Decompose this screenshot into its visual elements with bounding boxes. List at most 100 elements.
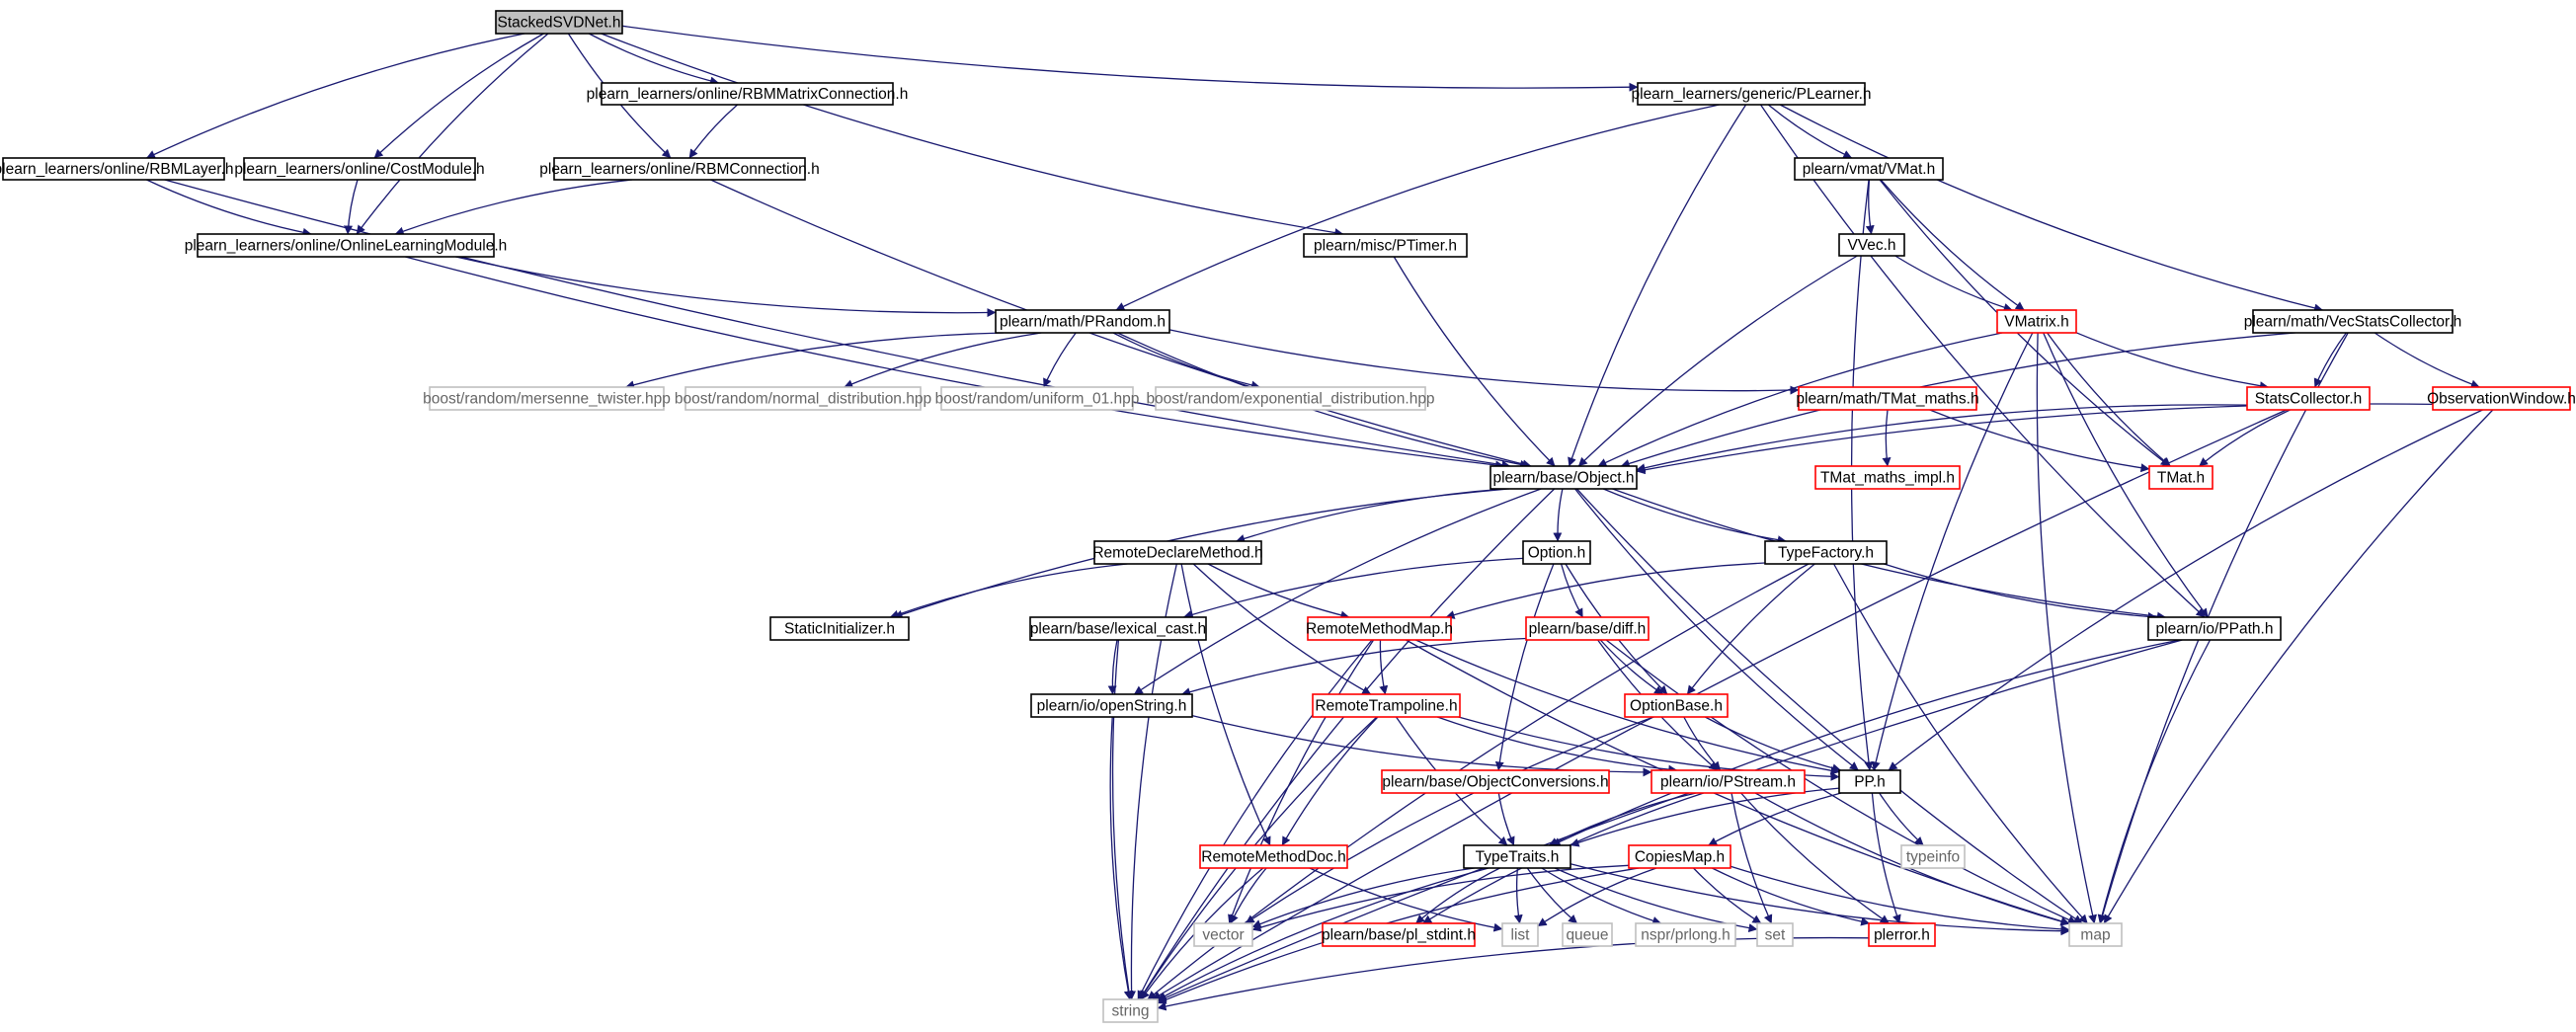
edge-typetraits-to-list <box>1513 867 1523 924</box>
node-plearner-label: plearn_learners/generic/PLearner.h <box>1632 86 1872 103</box>
node-rmdoc-label: RemoteMethodDoc.h <box>1201 849 1345 866</box>
node-set-box <box>1756 922 1794 947</box>
node-costmodule[interactable]: plearn_learners/online/CostModule.h <box>234 157 485 181</box>
node-vector: vector <box>1193 922 1253 947</box>
edge-copiesmap-to-list <box>1537 867 1657 927</box>
node-pp-box <box>1838 769 1901 794</box>
node-plstdint-label: plearn/base/pl_stdint.h <box>1322 927 1476 944</box>
edge-typetraits-to-map <box>1570 863 2070 936</box>
edge-plearner-to-object <box>1568 104 1747 467</box>
edge-root-to-olm <box>356 33 549 235</box>
edge-olm-to-object <box>405 256 1505 470</box>
edge-option-to-objconv <box>1494 563 1555 771</box>
node-objconv-label: plearn/base/ObjectConversions.h <box>1382 774 1608 791</box>
edge-object-to-ppath <box>1612 488 2166 621</box>
node-openstring[interactable]: plearn/io/openString.h <box>1030 693 1193 718</box>
edge-vecstats-to-obswin <box>2374 332 2480 389</box>
edge-root-to-plearner <box>621 25 1639 92</box>
edge-prandom-to-uniform01 <box>1043 332 1077 388</box>
edge-rdm-to-rmdoc <box>1180 563 1271 846</box>
node-obswin-box <box>2432 386 2571 411</box>
node-mersenne-label: boost/random/mersenne_twister.hpp <box>423 391 671 408</box>
edge-vmatrix-to-tmat <box>2047 332 2171 467</box>
node-ptimer[interactable]: plearn/misc/PTimer.h <box>1303 233 1468 258</box>
node-ppath-box <box>2147 616 2282 641</box>
node-pstream-label: plearn/io/PStream.h <box>1660 774 1796 791</box>
node-typeinfo-box <box>1900 844 1966 869</box>
node-perror-label: plerror.h <box>1874 927 1930 944</box>
edge-rtramp-to-rmdoc <box>1281 716 1379 846</box>
node-rmdoc[interactable]: RemoteMethodDoc.h <box>1199 844 1348 869</box>
node-rbmconn[interactable]: plearn_learners/online/RBMConnection.h <box>539 157 820 181</box>
node-pp-label: PP.h <box>1854 774 1886 791</box>
node-vecstats[interactable]: plearn/math/VecStatsCollector.h <box>2244 309 2462 334</box>
node-ppath-label: plearn/io/PPath.h <box>2156 621 2274 638</box>
node-diff[interactable]: plearn/base/diff.h <box>1525 616 1650 641</box>
node-tmat[interactable]: TMat.h <box>2148 465 2214 490</box>
node-root[interactable]: StackedSVDNet.h <box>495 10 623 35</box>
node-rtramp-label: RemoteTrampoline.h <box>1315 698 1457 715</box>
edge-typetraits-to-plstdint <box>1415 867 1500 924</box>
edge-vvec-to-vmatrix <box>1894 255 2013 312</box>
node-rbmmatconn-label: plearn_learners/online/RBMMatrixConnecti… <box>587 86 909 103</box>
node-olm[interactable]: plearn_learners/online/OnlineLearningMod… <box>185 233 508 258</box>
edge-object-to-option <box>1553 488 1564 542</box>
node-tmatmaths-label: plearn/math/TMat_maths.h <box>1796 391 1978 408</box>
node-list: list <box>1501 922 1539 947</box>
edge-typetraits-to-vector <box>1251 867 1475 928</box>
edge-obswin-to-map <box>2103 409 2494 924</box>
edge-root-to-rbmmatconn <box>588 33 720 86</box>
node-tmatmaths[interactable]: plearn/math/TMat_maths.h <box>1796 386 1979 411</box>
node-prandom[interactable]: plearn/math/PRandom.h <box>995 309 1170 334</box>
node-typefactory[interactable]: TypeFactory.h <box>1764 540 1888 565</box>
node-rbmlayer[interactable]: plearn_learners/online/RBMLayer.h <box>0 157 233 181</box>
node-ppath[interactable]: plearn/io/PPath.h <box>2147 616 2282 641</box>
node-vvec[interactable]: VVec.h <box>1838 233 1905 257</box>
node-tmatimpl[interactable]: TMat_maths_impl.h <box>1814 465 1961 490</box>
edge-object-to-map <box>1575 488 2083 924</box>
edge-lexcast-to-openstring <box>1107 639 1118 695</box>
edge-statscol-to-tmat <box>2199 409 2291 467</box>
node-perror[interactable]: plerror.h <box>1868 922 1936 947</box>
edge-pstream-to-perror <box>1740 792 1890 924</box>
node-normaldist: boost/random/normal_distribution.hpp <box>675 386 931 411</box>
node-statscol[interactable]: StatsCollector.h <box>2246 386 2371 411</box>
node-vmat-label: plearn/vmat/VMat.h <box>1803 161 1935 178</box>
edge-plearner-to-vecstats <box>1779 104 2324 313</box>
node-rbmmatconn[interactable]: plearn_learners/online/RBMMatrixConnecti… <box>587 82 909 106</box>
edge-pp-to-perror <box>1871 792 1901 924</box>
node-pp[interactable]: PP.h <box>1838 769 1901 794</box>
node-lexcast[interactable]: plearn/base/lexical_cast.h <box>1029 616 1207 641</box>
node-pstream[interactable]: plearn/io/PStream.h <box>1650 769 1806 794</box>
edge-ptimer-to-object <box>1393 256 1556 467</box>
node-rmm[interactable]: RemoteMethodMap.h <box>1306 616 1453 641</box>
node-plearner[interactable]: plearn_learners/generic/PLearner.h <box>1632 82 1872 106</box>
node-rbmmatconn-box <box>601 82 894 106</box>
node-option[interactable]: Option.h <box>1522 540 1591 565</box>
node-rtramp[interactable]: RemoteTrampoline.h <box>1312 693 1461 718</box>
edge-typetraits-to-string <box>1157 867 1489 1001</box>
node-obswin[interactable]: ObservationWindow.h <box>2427 386 2576 411</box>
node-rbmconn-box <box>553 157 806 181</box>
node-list-box <box>1501 922 1539 947</box>
node-staticinit[interactable]: StaticInitializer.h <box>769 616 910 641</box>
node-vmatrix[interactable]: VMatrix.h <box>1996 309 2077 334</box>
node-vmat-box <box>1794 157 1944 181</box>
node-optionbase[interactable]: OptionBase.h <box>1624 693 1729 718</box>
node-typetraits[interactable]: TypeTraits.h <box>1463 844 1571 869</box>
edge-plearner-to-ppath <box>1759 104 2206 618</box>
node-plstdint[interactable]: plearn/base/pl_stdint.h <box>1322 922 1476 947</box>
node-string: string <box>1102 998 1159 1023</box>
node-objconv[interactable]: plearn/base/ObjectConversions.h <box>1381 769 1610 794</box>
edge-typefactory-to-rmm <box>1445 562 1766 619</box>
node-openstring-label: plearn/io/openString.h <box>1037 698 1187 715</box>
node-rdm[interactable]: RemoteDeclareMethod.h <box>1092 540 1263 565</box>
node-object[interactable]: plearn/base/Object.h <box>1489 465 1638 490</box>
edge-statscol-to-object <box>1636 404 2248 473</box>
node-root-box <box>495 10 623 35</box>
node-vmat[interactable]: plearn/vmat/VMat.h <box>1794 157 1944 181</box>
edge-copiesmap-to-perror <box>1712 867 1871 926</box>
node-copiesmap[interactable]: CopiesMap.h <box>1628 844 1731 869</box>
node-vmatrix-box <box>1996 309 2077 334</box>
edge-ppath-to-typetraits <box>1551 639 2181 846</box>
